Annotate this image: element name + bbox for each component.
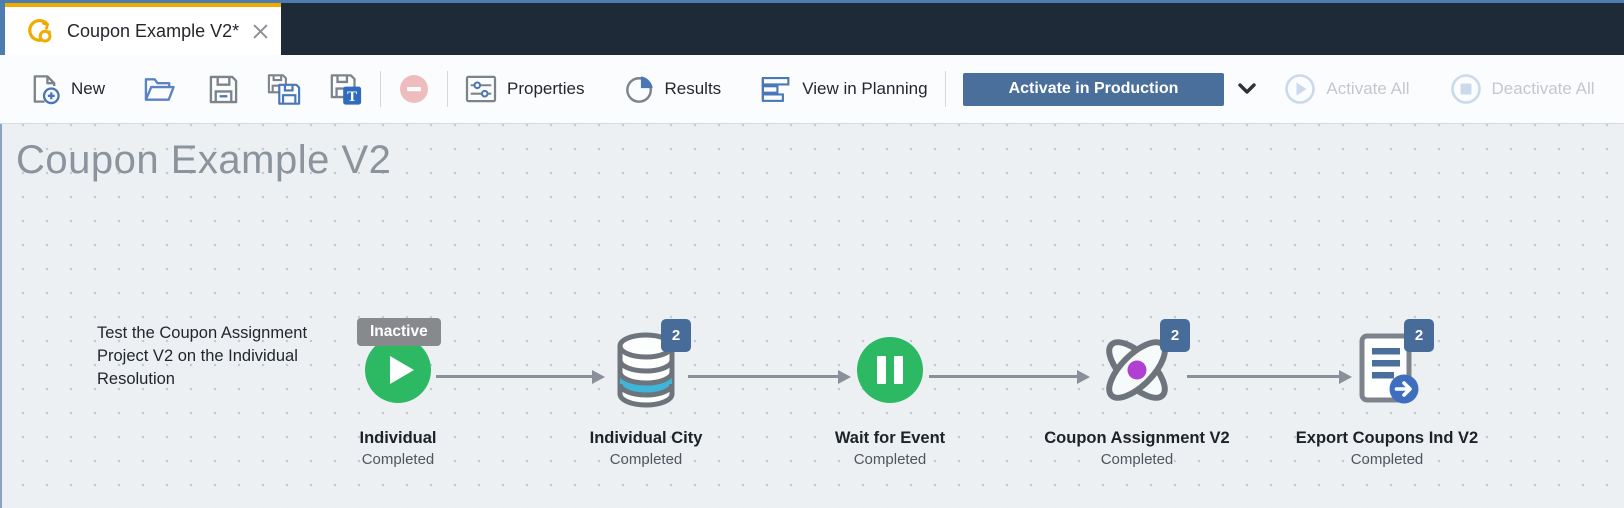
atom-icon[interactable] (1093, 326, 1181, 414)
results-button[interactable]: Results (625, 74, 722, 104)
toolbar-separator (447, 71, 449, 107)
page-title: Coupon Example V2 (16, 138, 392, 182)
save-as-icon[interactable] (267, 73, 301, 106)
tab-bar: Coupon Example V2* (0, 0, 1624, 55)
connector-arrowhead-icon (1077, 369, 1090, 384)
connector-arrowhead-icon (592, 369, 605, 384)
node-status: Completed (361, 451, 435, 468)
activate-all-play-icon (1284, 73, 1316, 105)
new-document-icon (28, 72, 61, 106)
close-icon[interactable] (252, 20, 269, 42)
activate-all-button: Activate All (1284, 73, 1410, 105)
database-icon[interactable] (611, 331, 681, 409)
results-pie-icon (625, 74, 655, 104)
pause-circle-icon[interactable] (857, 337, 923, 403)
deactivate-all-stop-icon (1450, 73, 1482, 105)
connector-line (688, 375, 838, 378)
remove-minus-icon (398, 73, 430, 105)
ci360-logo-icon (24, 16, 54, 46)
view-in-planning-button[interactable]: View in Planning (761, 75, 928, 103)
node-status: Completed (609, 451, 683, 468)
toolbar: New (0, 55, 1624, 124)
save-icon[interactable] (208, 74, 239, 105)
workflow-node-individual-city[interactable]: 2 Individual City Completed (526, 319, 766, 468)
connector-line (436, 375, 592, 378)
inactive-badge: Inactive (357, 318, 441, 346)
node-label: Individual City (589, 429, 703, 447)
count-badge: 2 (1160, 319, 1190, 352)
window-left-border (0, 0, 5, 55)
connector-arrowhead-icon (1339, 369, 1352, 384)
connector-line (1187, 375, 1339, 378)
properties-button[interactable]: Properties (465, 75, 585, 103)
export-document-icon[interactable] (1348, 330, 1426, 410)
canvas-note-text[interactable]: Test the Coupon Assignment Project V2 on… (97, 324, 308, 388)
planning-gantt-icon (761, 75, 792, 103)
play-circle-icon[interactable] (365, 337, 431, 403)
workflow-node-individual[interactable]: Inactive Individual Completed (278, 318, 518, 468)
toolbar-separator (944, 71, 946, 107)
tab-coupon-example-v2[interactable]: Coupon Example V2* (5, 3, 281, 55)
connector-line (929, 375, 1077, 378)
chevron-down-icon[interactable] (1238, 83, 1257, 95)
workflow-node-export-coupons[interactable]: 2 Export Coupons Ind V2 Completed (1267, 319, 1507, 468)
node-status: Completed (1100, 451, 1174, 468)
node-label: Export Coupons Ind V2 (1295, 429, 1479, 447)
toolbar-separator (380, 71, 382, 107)
save-template-icon[interactable]: T (329, 73, 363, 106)
new-button[interactable]: New (28, 72, 105, 106)
activate-in-production-button[interactable]: Activate in Production (962, 72, 1225, 106)
node-label: Individual (359, 429, 437, 447)
new-button-label: New (71, 79, 106, 98)
results-label: Results (664, 79, 722, 98)
deactivate-all-button: Deactivate All (1450, 73, 1595, 105)
window-top-border (0, 0, 1624, 3)
workflow-node-wait-for-event[interactable]: Wait for Event Completed (770, 333, 1010, 468)
properties-label: Properties (507, 79, 585, 98)
count-badge: 2 (661, 319, 691, 352)
open-folder-icon[interactable] (143, 74, 176, 104)
node-status: Completed (853, 451, 927, 468)
view-in-planning-label: View in Planning (802, 79, 928, 98)
node-label: Coupon Assignment V2 (1044, 429, 1230, 447)
activate-all-label: Activate All (1326, 79, 1410, 98)
connector-arrowhead-icon (838, 369, 851, 384)
node-status: Completed (1350, 451, 1424, 468)
node-label: Wait for Event (834, 429, 946, 447)
workflow-node-coupon-assignment[interactable]: 2 Coupon Assignment V2 Completed (1017, 319, 1257, 468)
properties-icon (465, 75, 497, 103)
deactivate-all-label: Deactivate All (1491, 79, 1595, 98)
count-badge: 2 (1404, 319, 1434, 352)
tab-title: Coupon Example V2* (67, 20, 240, 41)
workflow-canvas[interactable]: Coupon Example V2 Test the Coupon Assign… (0, 124, 1624, 508)
svg-text:T: T (347, 88, 357, 104)
